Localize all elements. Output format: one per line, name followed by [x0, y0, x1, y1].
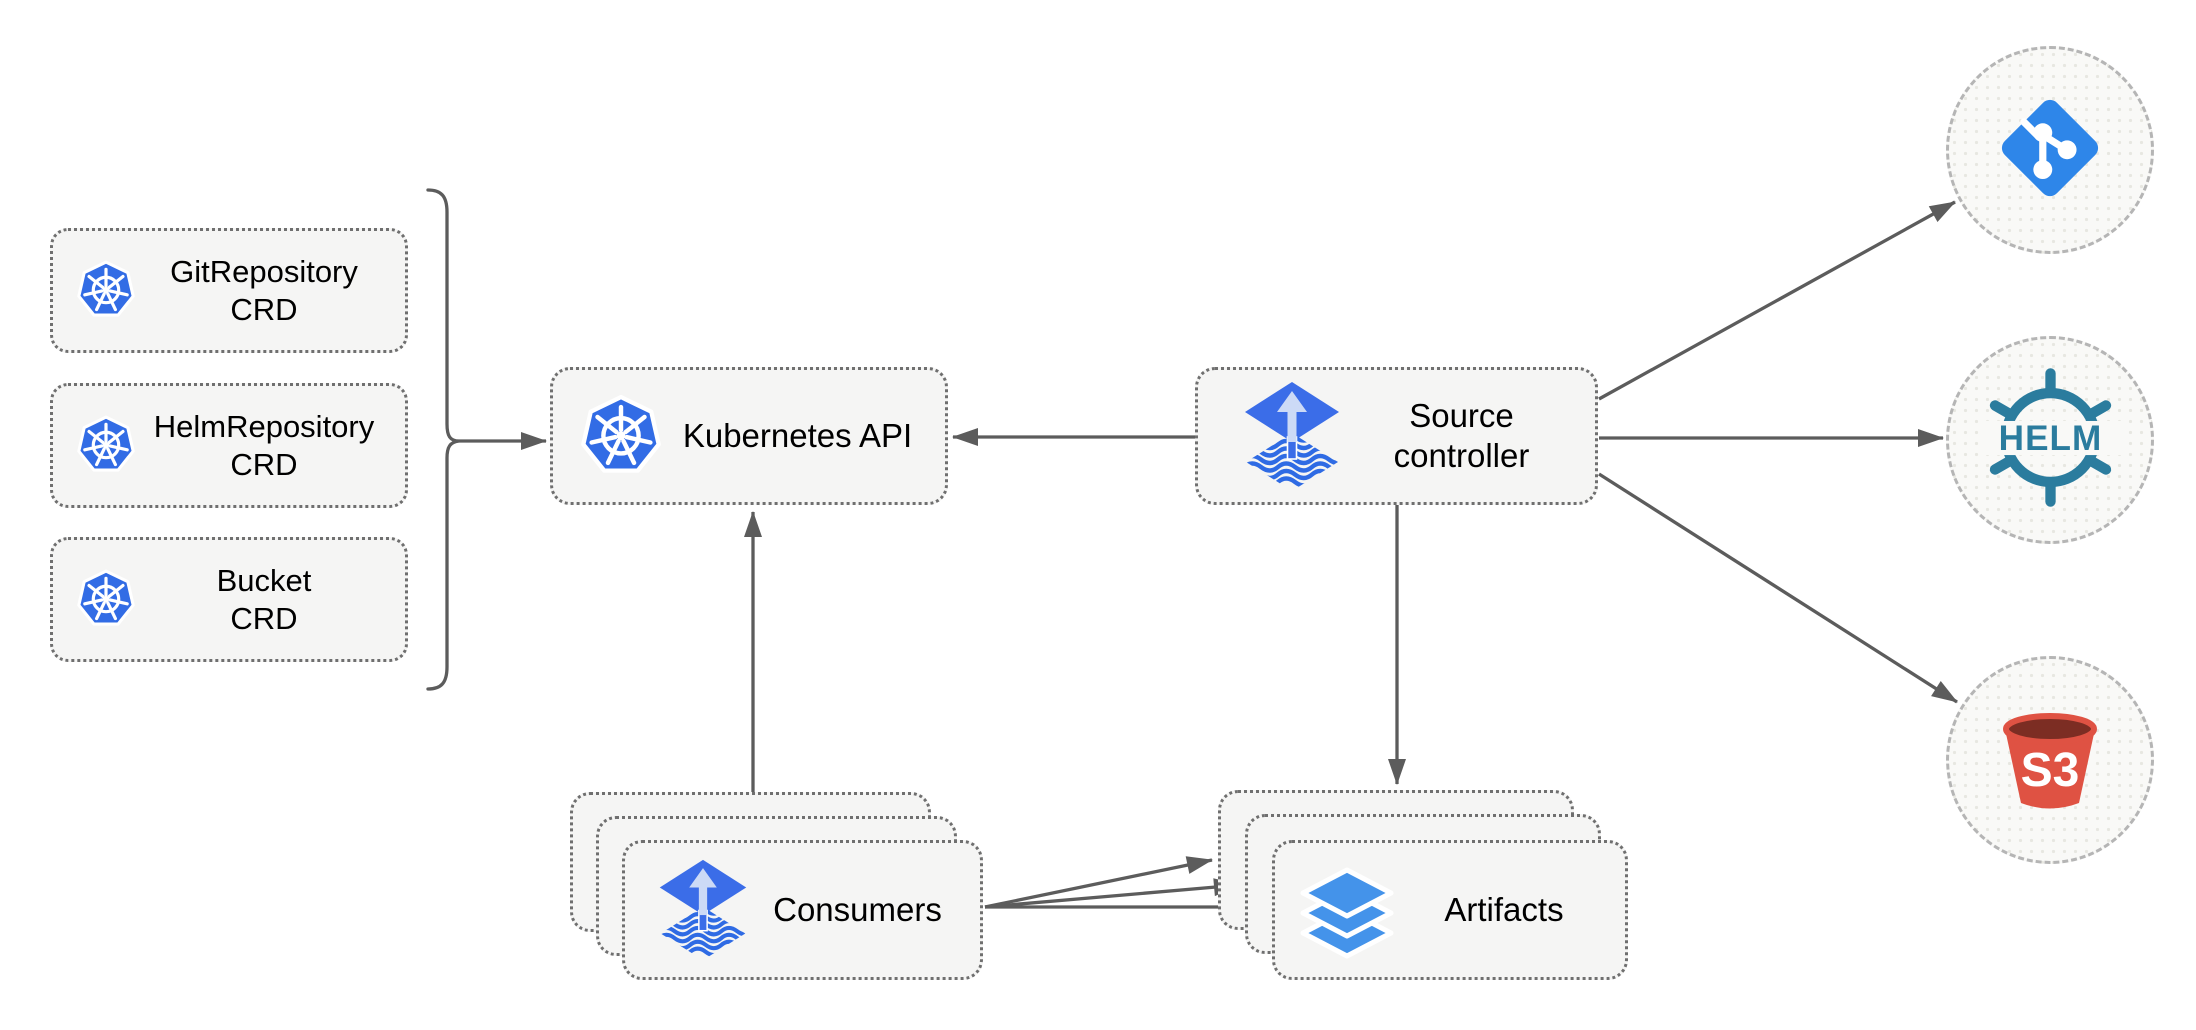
- flux-icon: [1242, 379, 1342, 494]
- node-s3-bucket: S3: [1946, 656, 2154, 864]
- edge-source-controller-to-git: [1598, 200, 1956, 401]
- s3-icon: S3: [1975, 683, 2125, 838]
- s3-logo-text: S3: [2021, 744, 2080, 797]
- node-label: Source controller: [1393, 396, 1530, 474]
- layers-icon: [1297, 860, 1397, 960]
- node-kubernetes-api: Kubernetes API: [550, 367, 948, 505]
- kubernetes-icon: [75, 569, 137, 630]
- node-label: Kubernetes API: [682, 416, 913, 454]
- node-label: Consumers: [773, 890, 942, 928]
- node-git-repository: [1946, 46, 2154, 254]
- git-icon: [1987, 85, 2113, 216]
- flux-icon: [657, 857, 749, 963]
- node-bucket-crd: Bucket CRD: [50, 537, 408, 662]
- edge-consumers-to-artifacts-1: [984, 856, 1213, 909]
- helm-icon: HELM: [1973, 360, 2128, 520]
- helm-logo-text: HELM: [1998, 419, 2102, 458]
- edge-source-controller-to-s3: [1598, 472, 1958, 704]
- node-consumers: Consumers: [622, 840, 983, 980]
- node-artifacts: Artifacts: [1272, 840, 1628, 980]
- crd-group-bracket: [426, 188, 460, 691]
- kubernetes-icon: [75, 415, 137, 476]
- edge-consumers-to-artifacts-2: [984, 878, 1240, 909]
- node-helm-repository: HELM: [1946, 336, 2154, 544]
- node-label: Bucket CRD: [216, 562, 312, 636]
- node-label: GitRepository CRD: [170, 253, 358, 327]
- node-source-controller: Source controller: [1195, 367, 1598, 505]
- node-gitrepository-crd: GitRepository CRD: [50, 228, 408, 353]
- node-label: HelmRepository CRD: [153, 408, 375, 482]
- kubernetes-icon: [578, 394, 664, 479]
- node-helmrepository-crd: HelmRepository CRD: [50, 383, 408, 508]
- kubernetes-icon: [75, 260, 137, 321]
- node-label: Artifacts: [1444, 890, 1564, 928]
